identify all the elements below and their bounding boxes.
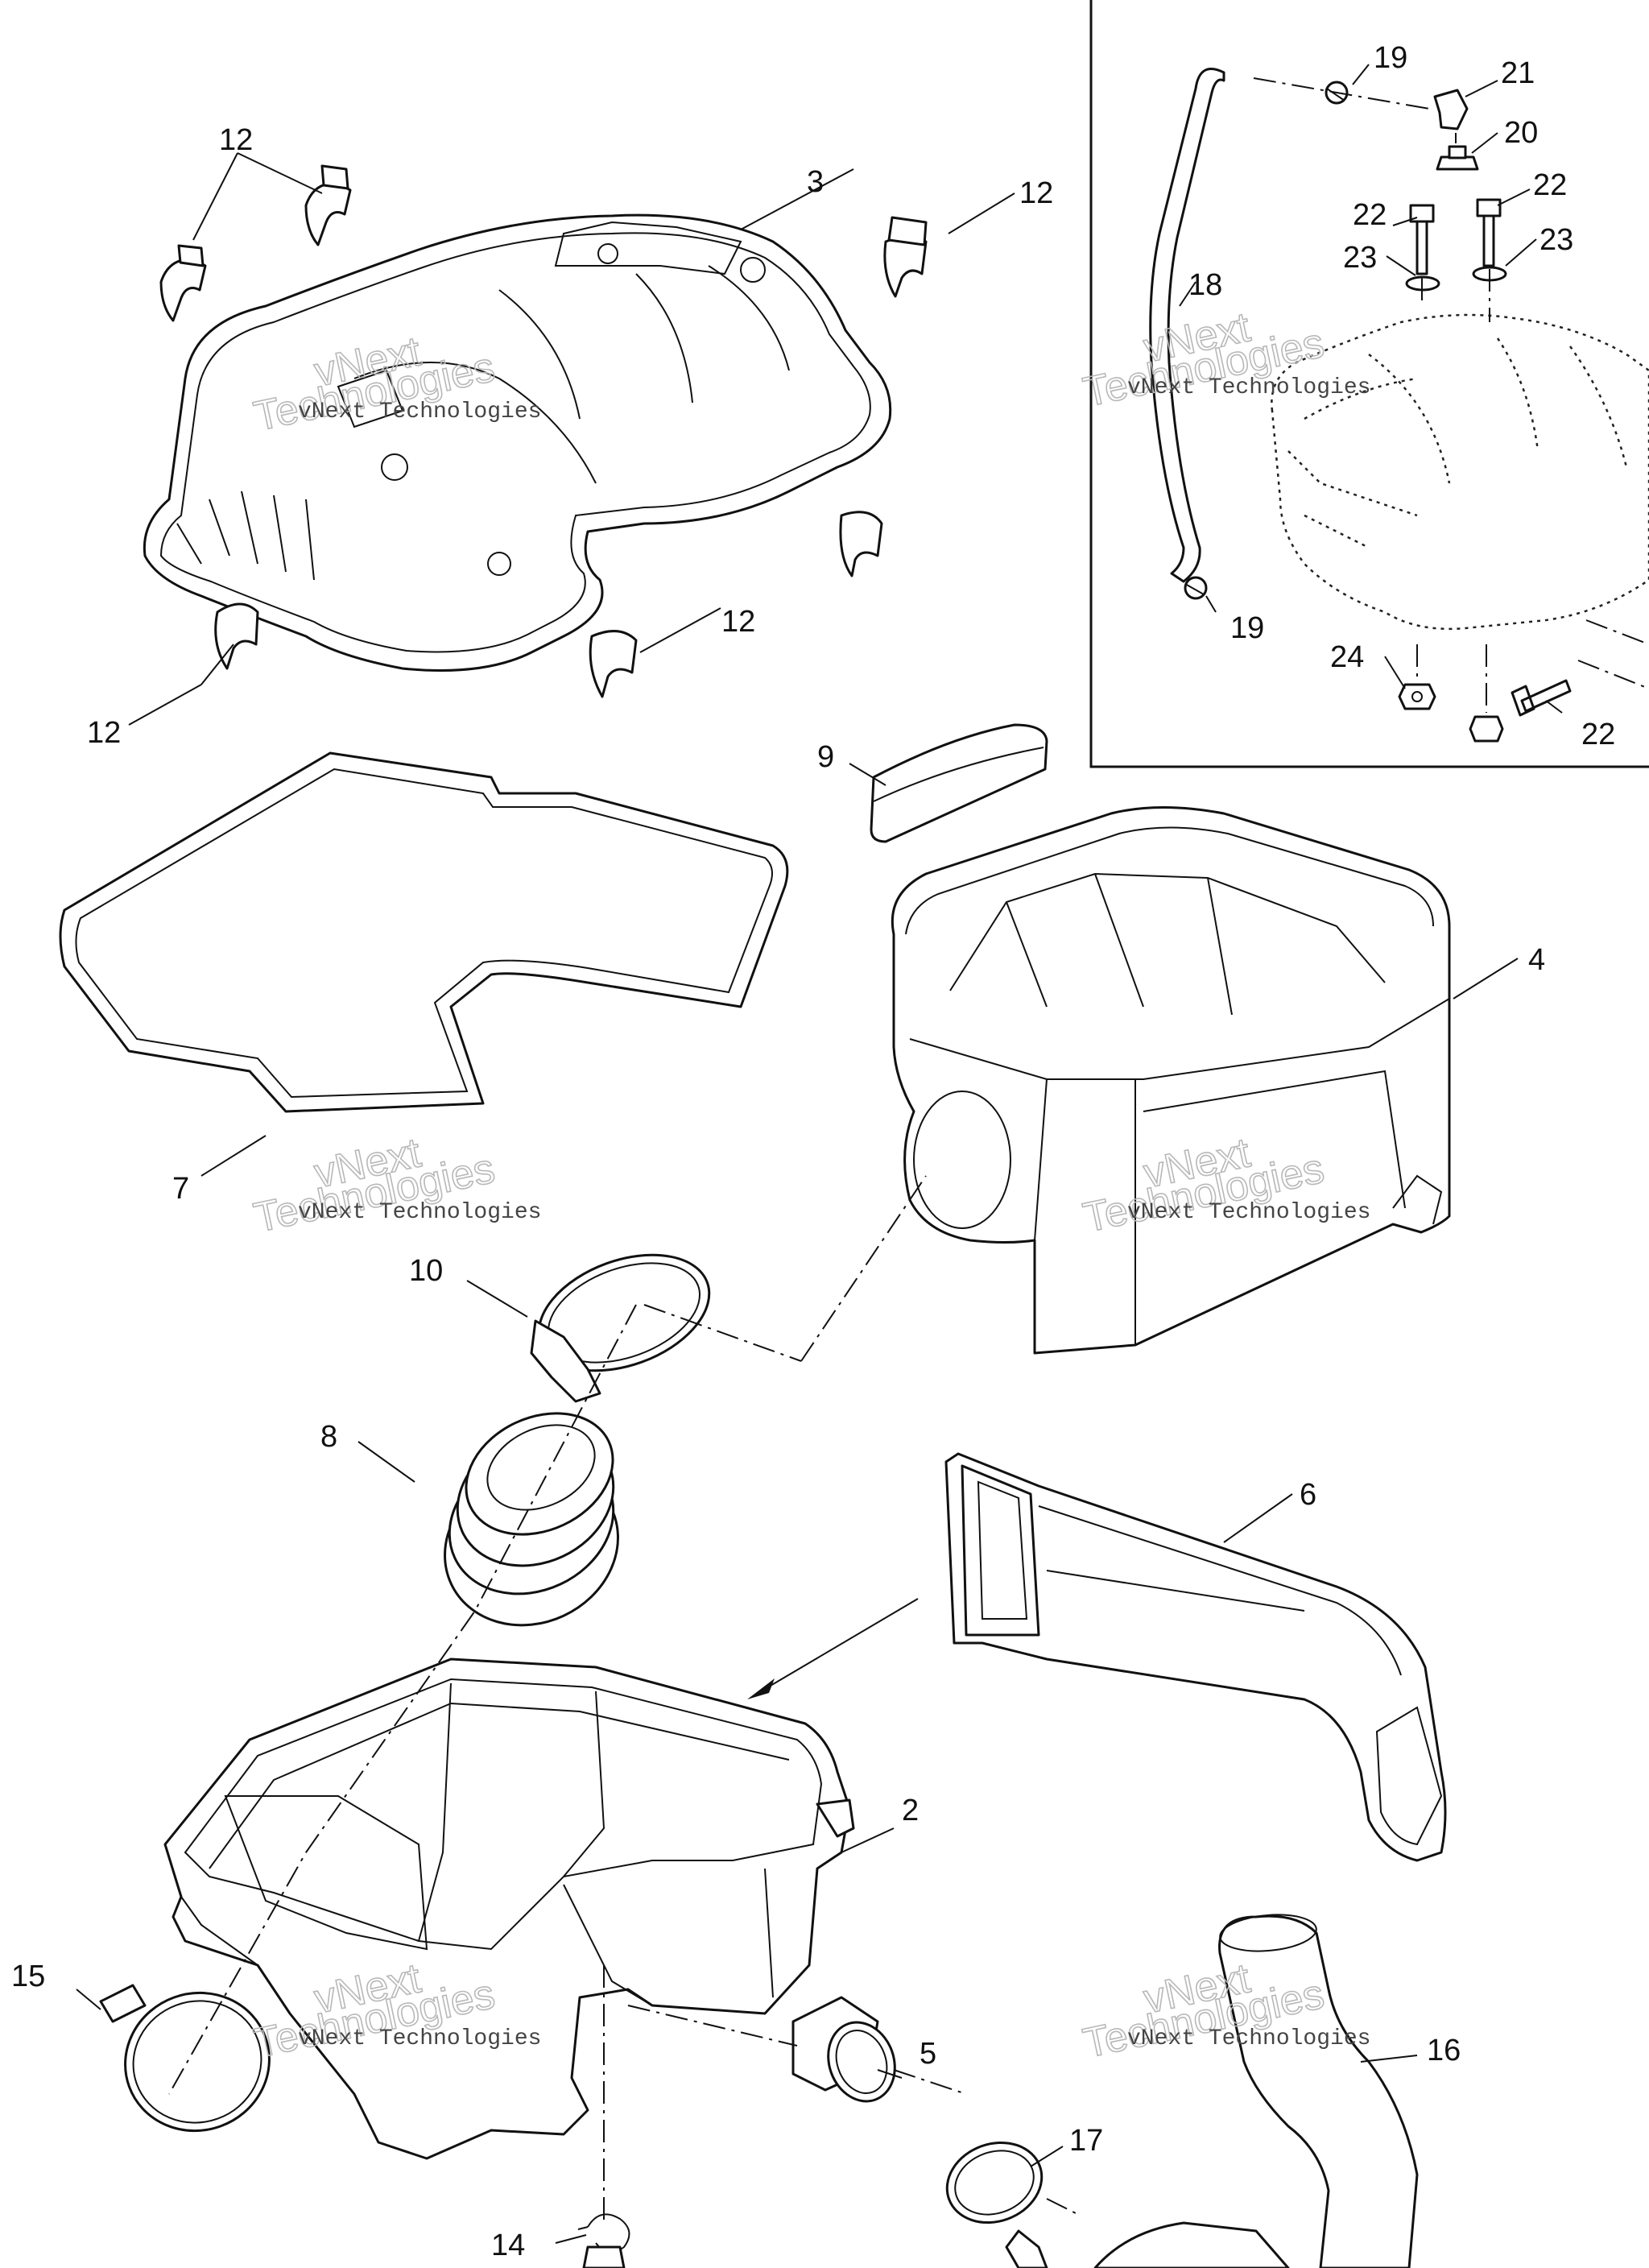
part-7-gasket — [59, 751, 789, 1113]
part-17-clamp — [945, 2141, 1048, 2268]
callout-22: 22 — [1353, 198, 1387, 232]
callout-19: 19 — [1374, 41, 1407, 75]
callout-15: 15 — [11, 1960, 45, 1993]
watermark-2: vNext Technologies vNext Technologies — [1079, 303, 1371, 416]
leader-lines — [76, 64, 1563, 2244]
callout-7: 7 — [172, 1172, 189, 1206]
callout-8: 8 — [320, 1420, 337, 1454]
callout-5: 5 — [920, 2037, 936, 2071]
part-3-airbox-cover — [143, 213, 892, 672]
part-21-elbow-fitting — [1433, 89, 1469, 130]
part-5-outlet — [791, 1996, 896, 2103]
part-12-clips — [159, 164, 928, 698]
svg-text:vNext Technologies: vNext Technologies — [1127, 375, 1370, 400]
callout-12: 12 — [219, 123, 253, 157]
part-15-clamp — [99, 1984, 271, 2133]
callout-12: 12 — [1019, 176, 1053, 210]
part-22-bolts-bottom — [1469, 679, 1572, 743]
part-14-clip — [577, 2213, 630, 2268]
callout-24: 24 — [1330, 640, 1364, 674]
callout-12: 12 — [87, 716, 121, 750]
callout-12: 12 — [721, 605, 755, 639]
callout-labels: 12 3 12 12 12 19 21 20 22 22 23 23 18 19… — [11, 41, 1615, 2262]
part-2-airbox-base — [163, 1658, 855, 2160]
callout-16: 16 — [1427, 2034, 1461, 2067]
svg-text:vNext Technologies: vNext Technologies — [1127, 1200, 1370, 1225]
watermark-3: vNext Technologies vNext Technologies — [250, 1128, 542, 1242]
arrow-6-to-2 — [747, 1598, 919, 1699]
part-4-filter-housing — [891, 806, 1451, 1355]
part-6-intake-duct — [944, 1452, 1447, 1862]
callout-23: 23 — [1343, 241, 1377, 275]
center-lines — [168, 1175, 1080, 2223]
callout-21: 21 — [1501, 56, 1535, 90]
callout-22: 22 — [1581, 718, 1615, 751]
callout-17: 17 — [1069, 2124, 1103, 2158]
part-16-hose — [1093, 1914, 1419, 2268]
callout-6: 6 — [1300, 1478, 1316, 1512]
callout-2: 2 — [902, 1794, 919, 1827]
callout-14: 14 — [491, 2229, 525, 2262]
callout-19: 19 — [1230, 611, 1264, 645]
inset-frame — [1089, 0, 1649, 768]
callout-22: 22 — [1533, 168, 1567, 202]
svg-text:vNext Technologies: vNext Technologies — [298, 1200, 541, 1225]
svg-text:vNext Technologies: vNext Technologies — [1127, 2026, 1370, 2051]
callout-18: 18 — [1188, 268, 1222, 302]
svg-text:vNext Technologies: vNext Technologies — [298, 2026, 541, 2051]
part-9-pad — [870, 723, 1048, 843]
part-24-nut — [1398, 683, 1436, 710]
callout-4: 4 — [1528, 943, 1545, 977]
part-8-boot — [444, 1412, 619, 1627]
callout-9: 9 — [817, 740, 834, 774]
part-19-clamp-bottom — [1184, 576, 1208, 600]
callout-10: 10 — [409, 1254, 443, 1288]
callout-23: 23 — [1539, 223, 1573, 257]
callout-20: 20 — [1504, 116, 1538, 150]
part-20-valve — [1436, 145, 1479, 171]
part-10-clamp — [530, 1253, 711, 1403]
svg-text:vNext Technologies: vNext Technologies — [298, 399, 541, 424]
inset-airbox-outline — [1271, 313, 1649, 631]
part-18-hose — [1149, 68, 1225, 583]
callout-3: 3 — [807, 165, 824, 199]
part-22-bolts-top — [1409, 198, 1502, 275]
